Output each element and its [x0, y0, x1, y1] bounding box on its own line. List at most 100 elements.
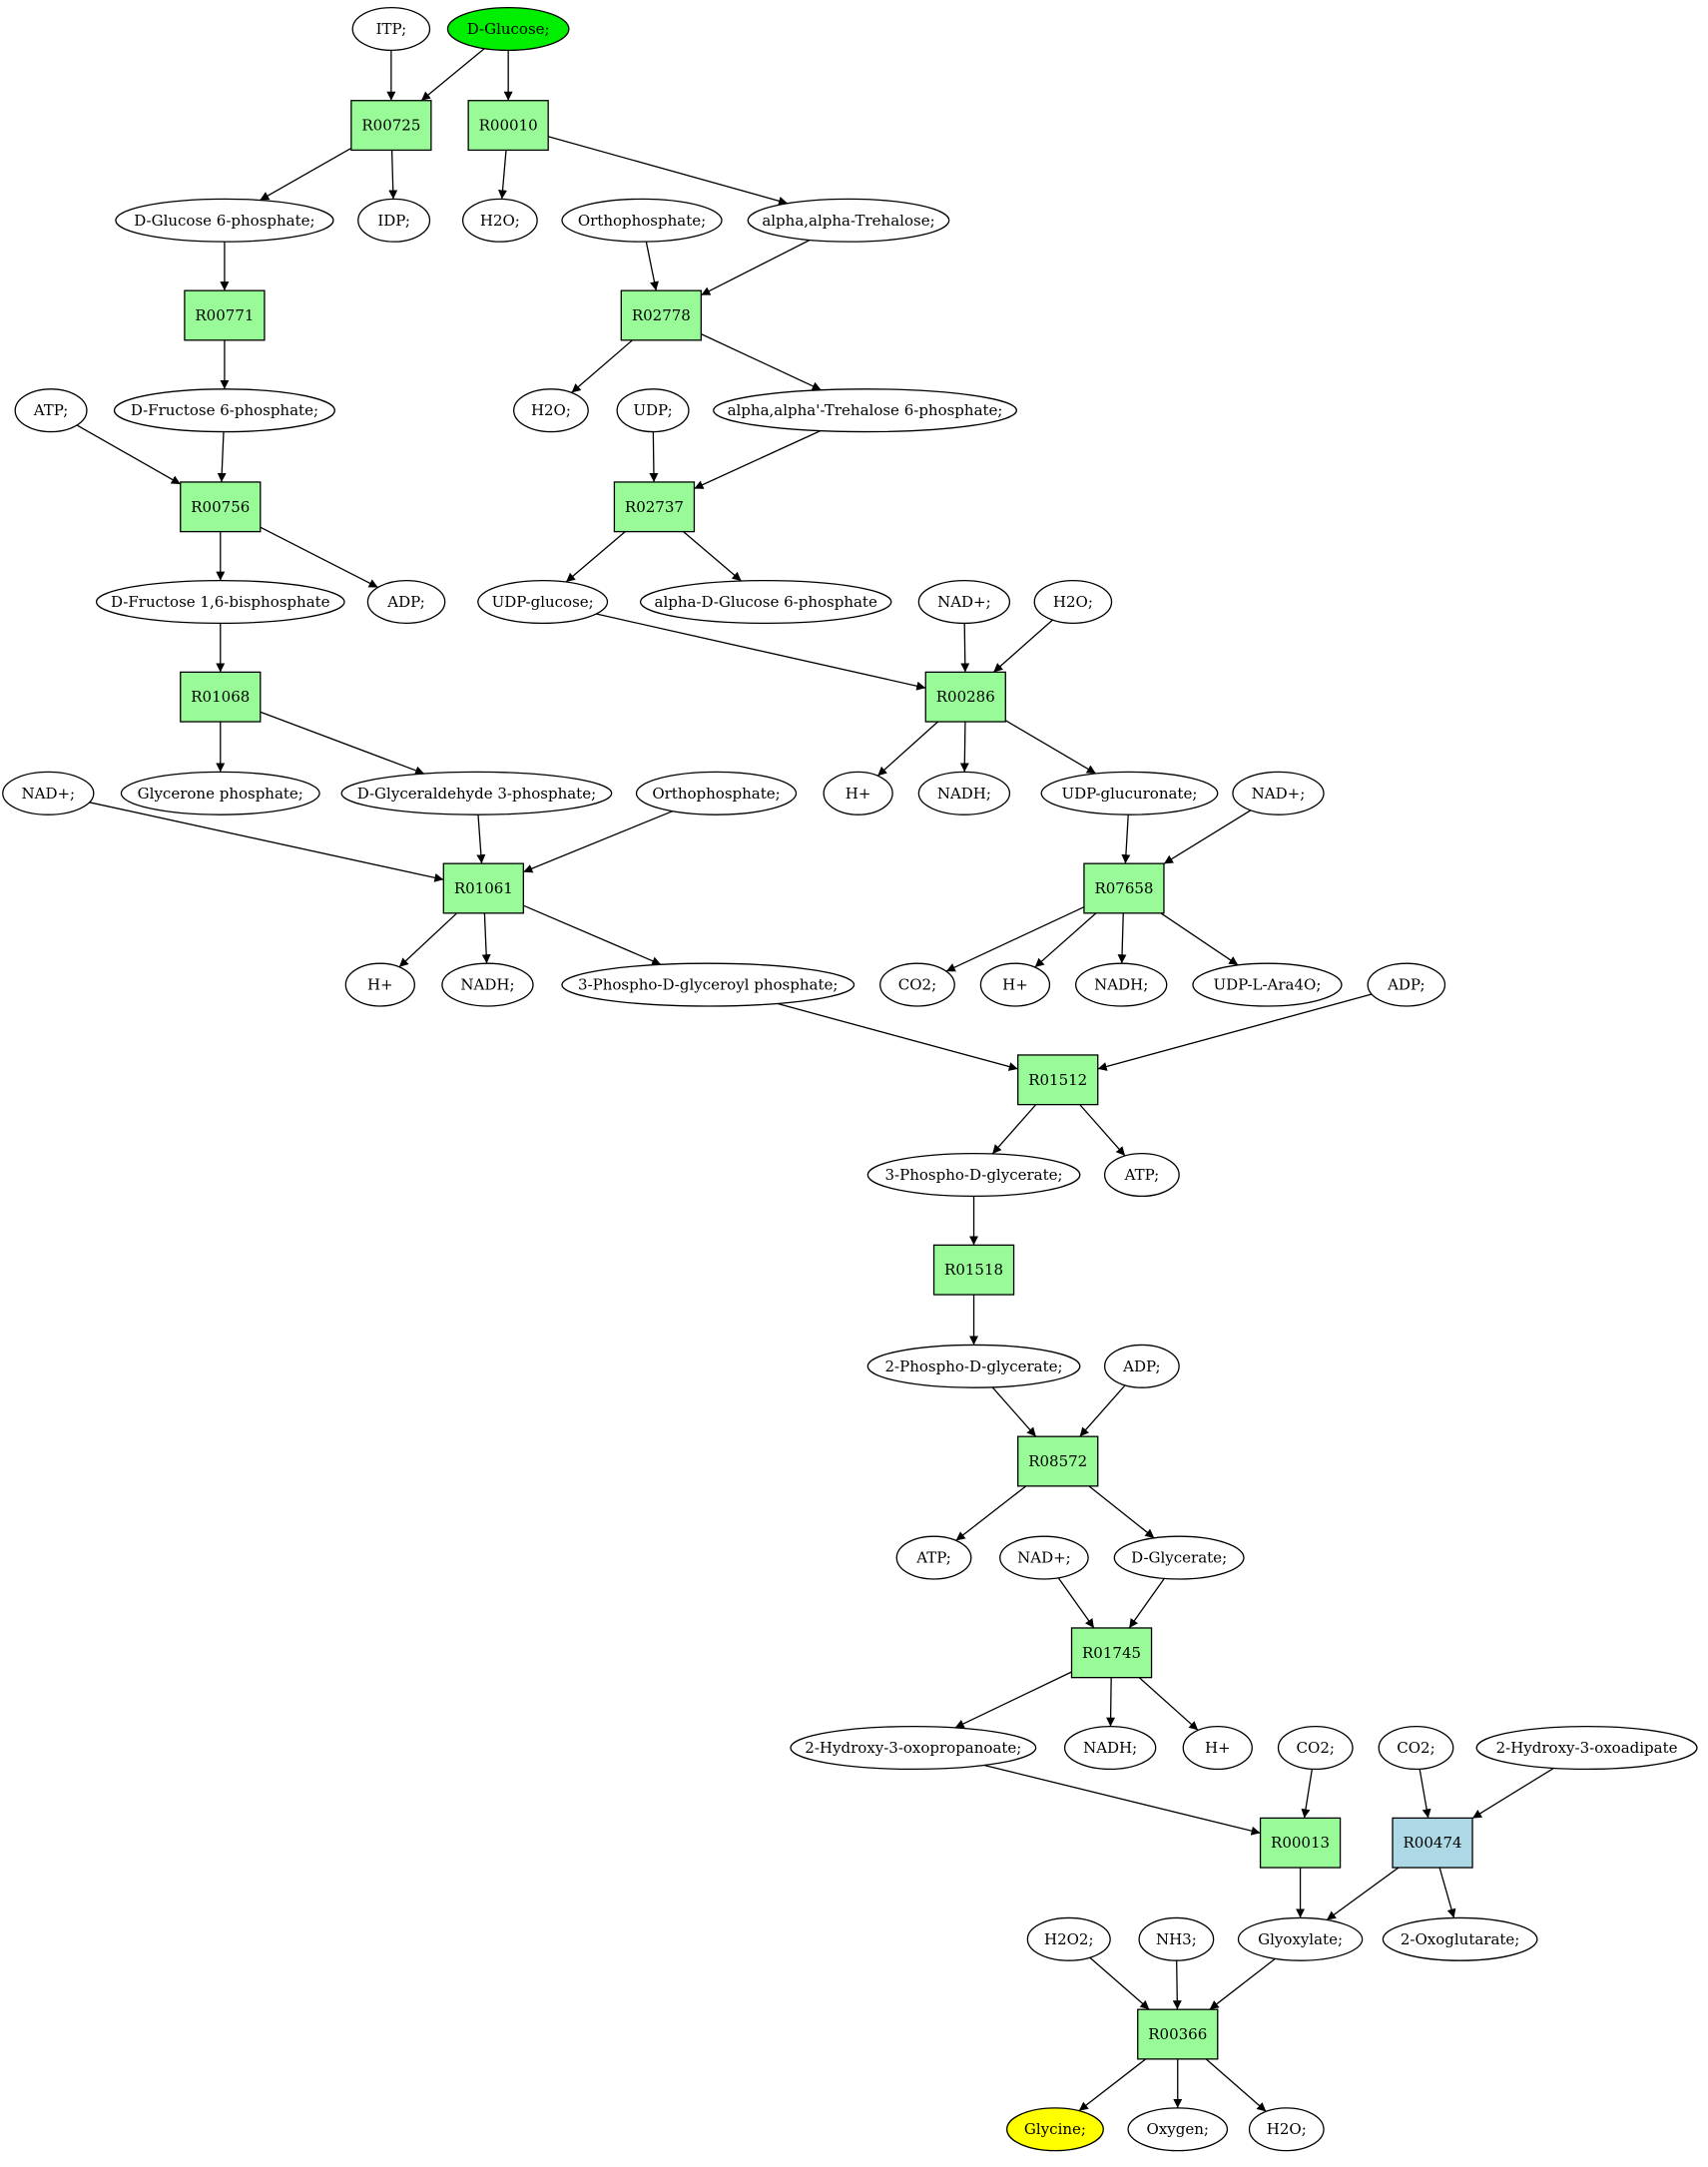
reaction-node-r00725[interactable]: R00725: [350, 100, 432, 152]
compound-node-h2o_1[interactable]: H2O;: [461, 198, 538, 243]
compound-node-nadh_3[interactable]: NADH;: [1075, 962, 1168, 1007]
compound-ellipse-hoa: [1475, 1725, 1698, 1771]
compound-node-g6p[interactable]: D-Glucose 6-phosphate;: [115, 198, 334, 243]
edge-r00366-to-glycine: [1078, 2058, 1147, 2112]
reaction-node-r00013[interactable]: R00013: [1259, 1817, 1342, 1869]
node-label-hop: 2-Hydroxy-3-oxopropanoate;: [805, 1739, 1021, 1757]
compound-node-oxygen[interactable]: Oxygen;: [1127, 2107, 1229, 2152]
compound-node-hplus_4[interactable]: H+: [1182, 1725, 1253, 1771]
compound-node-gap[interactable]: D-Glyceraldehyde 3-phosphate;: [340, 771, 613, 815]
compound-node-itp[interactable]: ITP;: [351, 6, 431, 52]
compound-node-hplus_1[interactable]: H+: [823, 771, 893, 815]
compound-ellipse-nadh_4: [1063, 1725, 1157, 1771]
compound-node-fbp[interactable]: D-Fructose 1,6-bisphosphate: [95, 579, 345, 625]
node-label-r00010: R00010: [479, 117, 538, 135]
reaction-node-r07658[interactable]: R07658: [1083, 862, 1165, 914]
compound-ellipse-f6p: [113, 388, 335, 433]
node-label-udp: UDP;: [633, 401, 672, 419]
node-label-bpg: 3-Phospho-D-glyceroyl phosphate;: [578, 976, 838, 994]
reaction-node-r01068[interactable]: R01068: [180, 671, 262, 723]
compound-node-udp[interactable]: UDP;: [616, 388, 690, 433]
reaction-node-r00474[interactable]: R00474: [1392, 1817, 1473, 1869]
compound-node-co2_1[interactable]: CO2;: [879, 962, 955, 1007]
compound-ellipse-udpara: [1192, 962, 1343, 1007]
reaction-node-r00010[interactable]: R00010: [467, 100, 549, 152]
edge-nh3-to-r00366: [1172, 1960, 1182, 2010]
compound-node-adp_2[interactable]: ADP;: [1367, 962, 1446, 1007]
compound-node-nadh_4[interactable]: NADH;: [1063, 1725, 1157, 1771]
compound-node-udpg[interactable]: UDP-glucose;: [477, 579, 609, 625]
compound-node-hplus_3[interactable]: H+: [979, 962, 1051, 1007]
compound-node-ag6p[interactable]: alpha-D-Glucose 6-phosphate: [639, 579, 892, 625]
compound-node-h2o_3[interactable]: H2O;: [1033, 579, 1113, 625]
node-label-gap: D-Glyceraldehyde 3-phosphate;: [357, 785, 596, 803]
compound-node-dglyc[interactable]: D-Glycerate;: [1113, 1535, 1245, 1580]
compound-node-t6p[interactable]: alpha,alpha'-Trehalose 6-phosphate;: [713, 388, 1017, 433]
compound-node-nadh_1[interactable]: NADH;: [917, 771, 1011, 815]
node-label-hplus_1: H+: [846, 785, 871, 803]
compound-node-hoa[interactable]: 2-Hydroxy-3-oxoadipate: [1475, 1725, 1698, 1771]
reaction-box-r00756: [180, 481, 262, 533]
compound-node-idp[interactable]: IDP;: [357, 198, 431, 243]
compound-node-h2o2[interactable]: H2O2;: [1026, 1916, 1111, 1961]
compound-ellipse-co2_3: [1378, 1725, 1454, 1771]
compound-node-oxoglu[interactable]: 2-Oxoglutarate;: [1382, 1916, 1538, 1961]
compound-node-treh[interactable]: alpha,alpha-Trehalose;: [747, 198, 950, 243]
compound-ellipse-nad_2: [2, 771, 95, 815]
reaction-node-r00771[interactable]: R00771: [184, 289, 266, 341]
compound-node-hplus_2[interactable]: H+: [344, 962, 415, 1007]
compound-node-udpgluc[interactable]: UDP-glucuronate;: [1040, 771, 1219, 815]
compound-node-nad_1[interactable]: NAD+;: [917, 579, 1011, 625]
compound-node-nad_4[interactable]: NAD+;: [999, 1535, 1089, 1580]
compound-node-udpara[interactable]: UDP-L-Ara4O;: [1192, 962, 1343, 1007]
compound-node-adp_3[interactable]: ADP;: [1103, 1344, 1180, 1388]
compound-ellipse-dhap: [120, 771, 320, 815]
reaction-node-r00286[interactable]: R00286: [924, 671, 1006, 723]
compound-node-pg3[interactable]: 3-Phospho-D-glycerate;: [866, 1152, 1081, 1198]
compound-node-pi_2[interactable]: Orthophosphate;: [635, 771, 798, 815]
compound-node-pg2[interactable]: 2-Phospho-D-glycerate;: [866, 1344, 1081, 1388]
reaction-box-r00474: [1392, 1817, 1473, 1869]
compound-node-nh3[interactable]: NH3;: [1138, 1916, 1215, 1961]
node-label-h2o_3: H2O;: [1053, 593, 1093, 611]
compound-ellipse-g6p: [115, 198, 334, 243]
reaction-node-r02737[interactable]: R02737: [613, 481, 696, 533]
compound-node-nad_3[interactable]: NAD+;: [1232, 771, 1325, 815]
compound-node-bpg[interactable]: 3-Phospho-D-glyceroyl phosphate;: [561, 962, 855, 1007]
reaction-node-r01061[interactable]: R01061: [442, 862, 524, 914]
node-label-udpara: UDP-L-Ara4O;: [1214, 976, 1322, 994]
compound-node-dhap[interactable]: Glycerone phosphate;: [120, 771, 320, 815]
compound-node-atp_2[interactable]: ATP;: [1103, 1152, 1180, 1198]
compound-node-glycine[interactable]: Glycine;: [1006, 2107, 1104, 2152]
compound-node-nadh_2[interactable]: NADH;: [441, 962, 534, 1007]
compound-ellipse-nad_1: [917, 579, 1011, 625]
compound-node-hop[interactable]: 2-Hydroxy-3-oxopropanoate;: [790, 1725, 1037, 1771]
compound-node-co2_3[interactable]: CO2;: [1378, 1725, 1454, 1771]
reaction-node-r00756[interactable]: R00756: [180, 481, 262, 533]
compound-ellipse-glyox: [1237, 1916, 1364, 1961]
compound-node-co2_2[interactable]: CO2;: [1277, 1725, 1354, 1771]
reaction-node-r08572[interactable]: R08572: [1017, 1435, 1099, 1487]
compound-node-h2o_4[interactable]: H2O;: [1248, 2107, 1325, 2152]
reaction-node-r02778[interactable]: R02778: [620, 289, 702, 341]
compound-node-adp_1[interactable]: ADP;: [366, 579, 446, 625]
compound-node-pi_1[interactable]: Orthophosphate;: [561, 198, 723, 243]
compound-ellipse-h2o2: [1026, 1916, 1111, 1961]
compound-node-dglc[interactable]: D-Glucose;: [446, 6, 570, 52]
edge-nad_4-to-r01745: [1057, 1577, 1095, 1629]
reaction-node-r01745[interactable]: R01745: [1070, 1627, 1153, 1679]
compound-node-atp_1[interactable]: ATP;: [14, 388, 88, 433]
compound-node-h2o_2[interactable]: H2O;: [513, 388, 589, 433]
compound-node-atp_3[interactable]: ATP;: [895, 1535, 972, 1580]
reaction-node-r01518[interactable]: R01518: [932, 1244, 1015, 1296]
node-label-hoa: 2-Hydroxy-3-oxoadipate: [1496, 1739, 1678, 1757]
compound-node-nad_2[interactable]: NAD+;: [2, 771, 95, 815]
compound-ellipse-co2_2: [1277, 1725, 1354, 1771]
compound-node-glyox[interactable]: Glyoxylate;: [1237, 1916, 1364, 1961]
compound-node-f6p[interactable]: D-Fructose 6-phosphate;: [113, 388, 335, 433]
reaction-node-r00366[interactable]: R00366: [1137, 2008, 1219, 2060]
node-label-oxygen: Oxygen;: [1147, 2120, 1209, 2138]
reaction-node-r01512[interactable]: R01512: [1017, 1054, 1099, 1106]
node-label-nadh_4: NADH;: [1083, 1739, 1137, 1757]
compound-ellipse-h2o_2: [513, 388, 589, 433]
